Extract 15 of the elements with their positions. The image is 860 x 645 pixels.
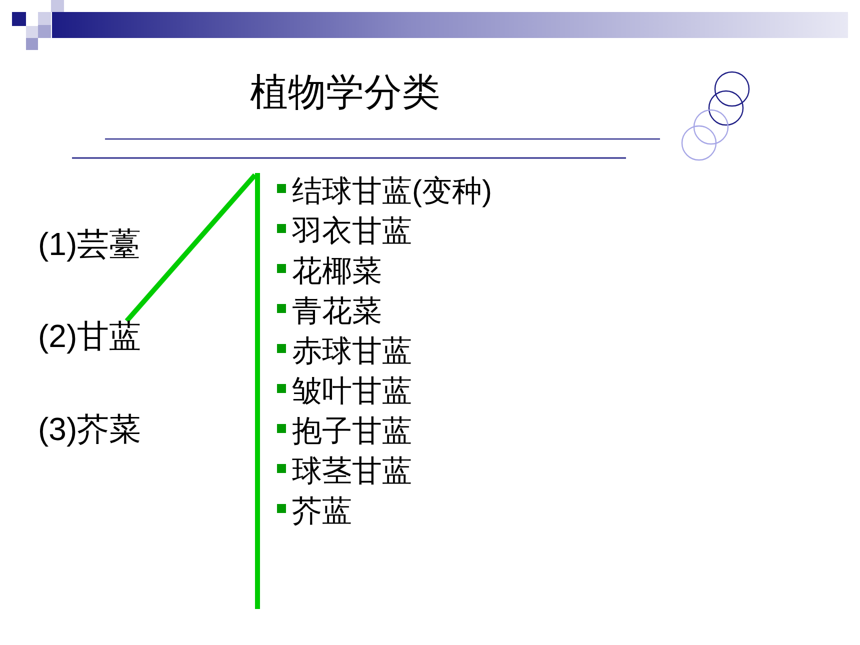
category-label: (2)甘蓝 — [38, 318, 142, 355]
slide-title: 植物学分类 — [250, 72, 440, 116]
list-item-text: 皱叶甘蓝 — [292, 375, 412, 410]
list-item-text: 赤球甘蓝 — [292, 335, 412, 370]
list-item-text: 抱子甘蓝 — [292, 415, 412, 450]
list-item-text: 球茎甘蓝 — [292, 455, 412, 490]
list-item-text: 花椰菜 — [292, 255, 382, 290]
category-label: (3)芥菜 — [38, 411, 142, 448]
connector-line — [124, 173, 257, 323]
list-item-text: 芥蓝 — [292, 495, 352, 530]
list-item-text: 青花菜 — [292, 295, 382, 330]
list-item-text: 结球甘蓝(变种) — [292, 175, 492, 210]
list-item-text: 羽衣甘蓝 — [292, 215, 412, 250]
category-label: (1)芸薹 — [38, 226, 142, 263]
vertical-bar — [255, 173, 260, 609]
